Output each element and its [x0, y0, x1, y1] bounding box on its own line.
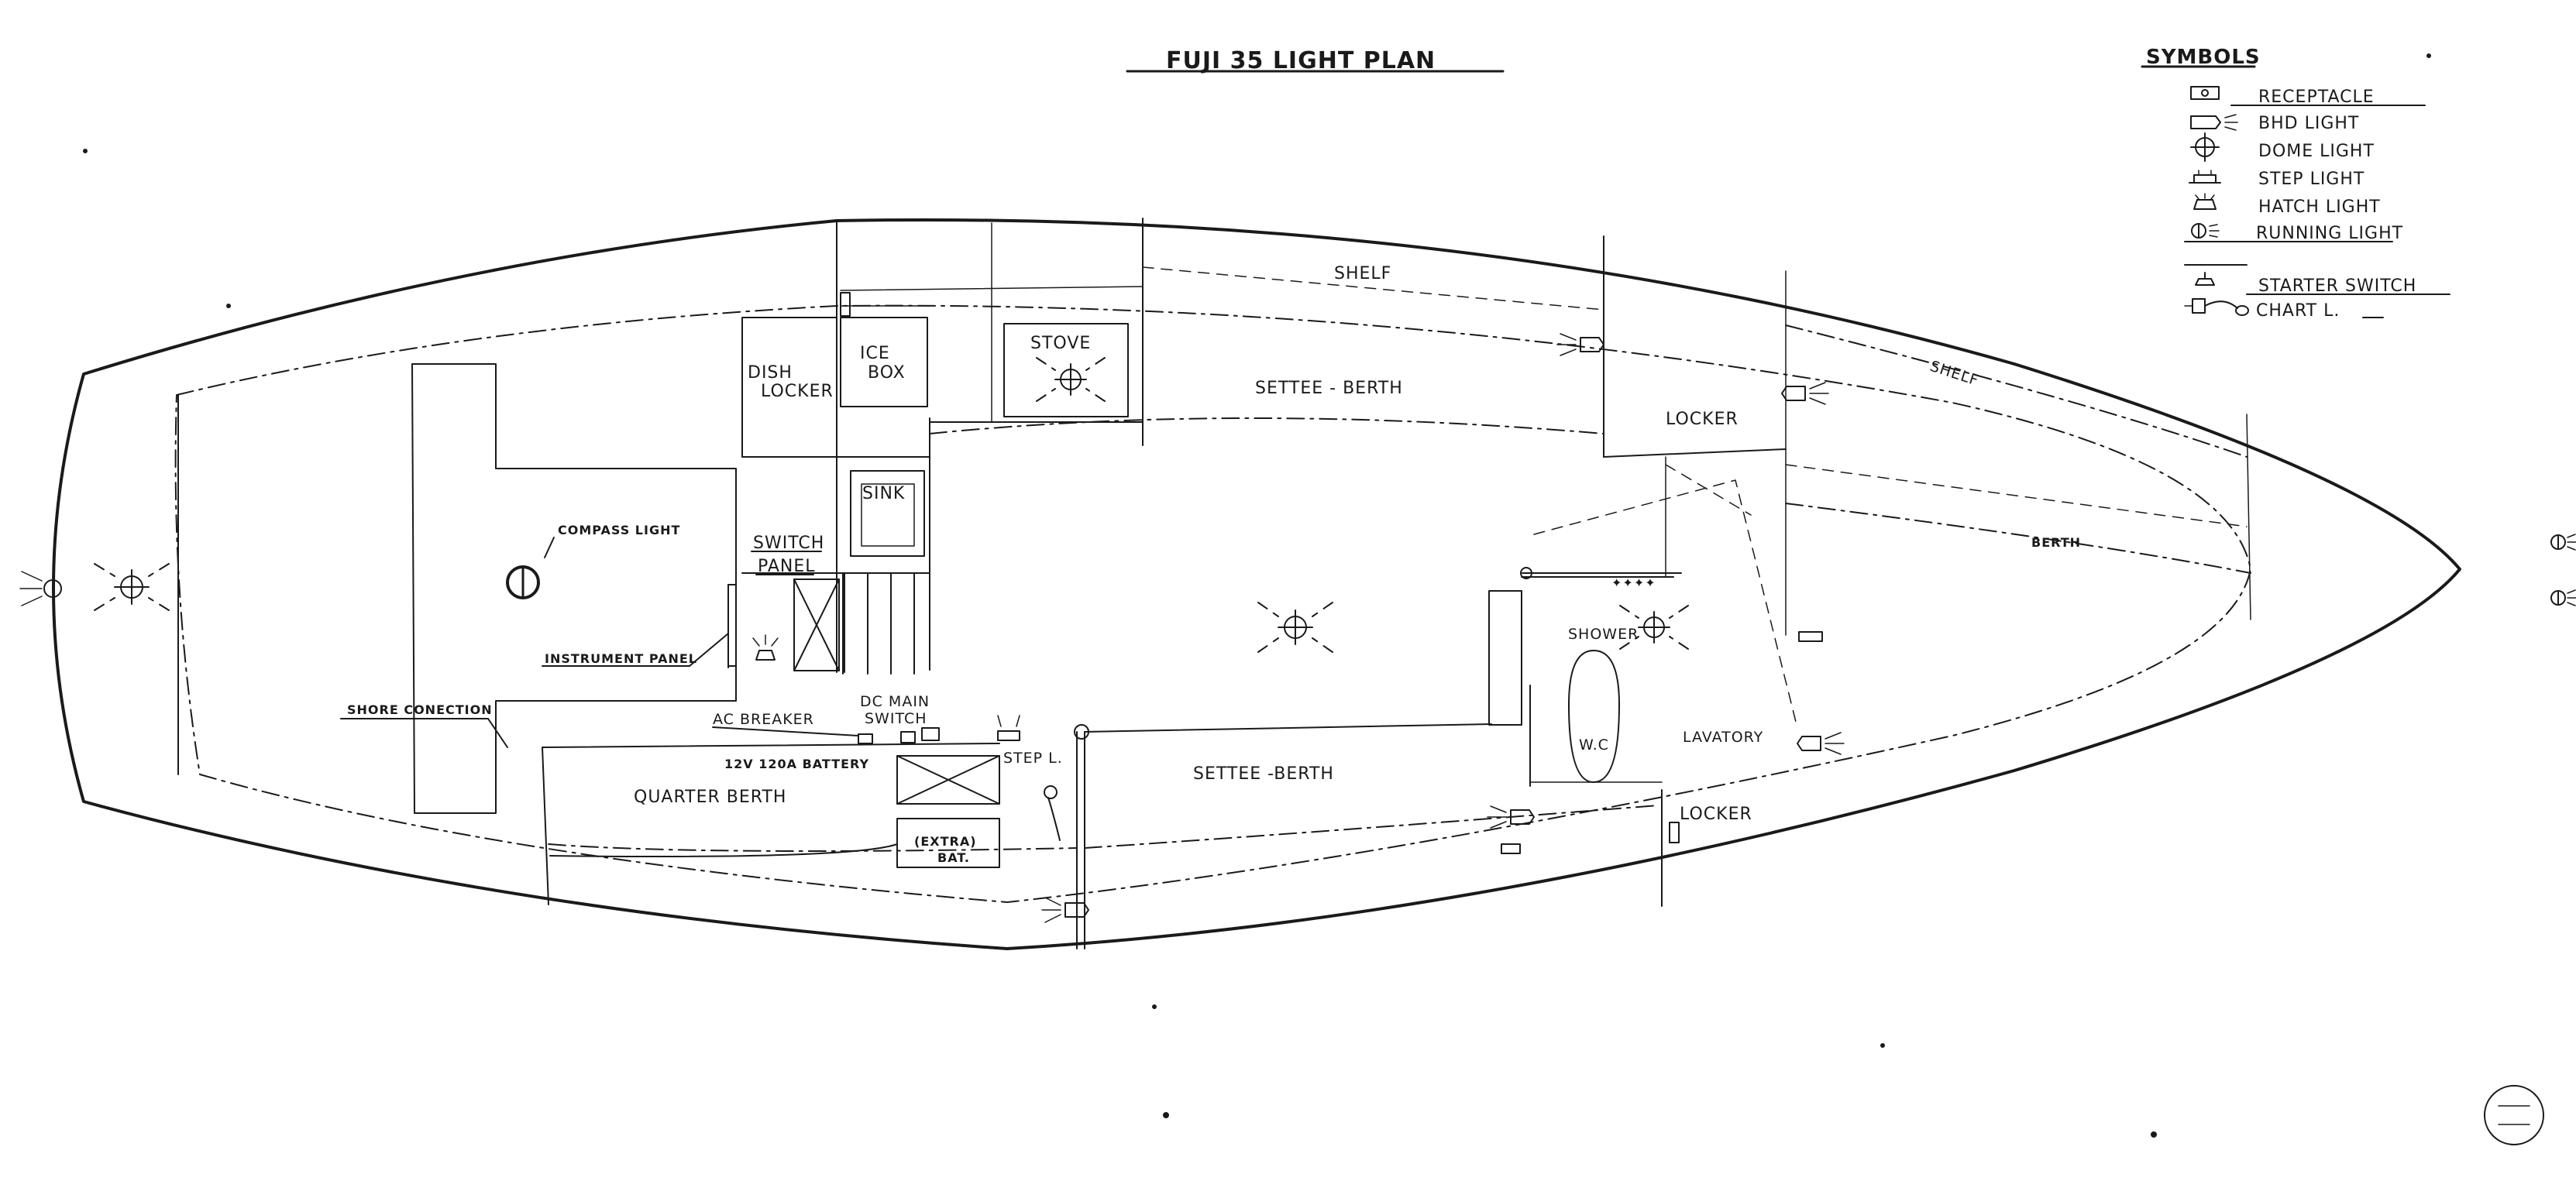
- bhd-light-icon: [2190, 114, 2238, 131]
- receptacle-berth: [1798, 631, 1823, 642]
- label-shower: SHOWER: [1568, 626, 1639, 643]
- label-dc-switch: SWITCH: [865, 710, 927, 727]
- running-light-icon: [2191, 223, 2220, 239]
- receptacle-icebox: [840, 292, 851, 317]
- legend-item-starter-switch: STARTER SWITCH: [2258, 276, 2416, 296]
- dome-light-stove: [1036, 357, 1106, 402]
- bhd-light-settee: [1487, 805, 1535, 829]
- label-shelf-2: SHELF: [1928, 358, 1980, 390]
- label-bat: BAT.: [937, 850, 970, 865]
- dome-light-saloon: [1257, 602, 1333, 653]
- hatch-light-icon: [2193, 193, 2217, 210]
- label-dish-locker: LOCKER: [761, 382, 834, 401]
- running-light-bow-lower: [2550, 589, 2576, 606]
- svg-text:✦✦✦✦: ✦✦✦✦: [1611, 575, 1656, 590]
- dc-switch-box-1: [900, 731, 916, 743]
- receptacle-icon: [2190, 86, 2220, 100]
- label-battery: 12V 120A BATTERY: [724, 757, 869, 771]
- label-extra: (EXTRA): [914, 834, 977, 849]
- dome-light-stern: [94, 563, 170, 611]
- label-compass-light: COMPASS LIGHT: [558, 523, 680, 537]
- shower-valve: [1520, 567, 1532, 579]
- bhd-lights: [1041, 333, 2576, 923]
- starter-switch: [1074, 724, 1089, 740]
- receptacle-locker: [1669, 822, 1680, 843]
- label-ice: ICE: [860, 344, 890, 363]
- legend-item-bhd-light: BHD LIGHT: [2258, 114, 2359, 133]
- corner-stamp: [2484, 1085, 2544, 1145]
- drawing-specks: [83, 53, 2431, 1138]
- cockpit: [411, 363, 737, 814]
- label-sink: SINK: [862, 484, 905, 503]
- legend-item-step-light: STEP LIGHT: [2258, 170, 2364, 189]
- label-dc-main: DC MAIN: [860, 693, 930, 710]
- label-step-light: STEP L.: [1003, 750, 1063, 767]
- bhd-light-lavatory: [1797, 732, 1845, 755]
- step-light-main: [997, 715, 1020, 741]
- shower-fixture: ✦✦✦✦: [1522, 572, 1682, 590]
- receptacle-settee: [1501, 843, 1521, 854]
- label-locker-2: LOCKER: [1680, 805, 1752, 824]
- compass-light: [506, 537, 555, 599]
- label-shelf-1: SHELF: [1334, 264, 1391, 283]
- label-dish: DISH: [748, 363, 793, 383]
- label-wc: W.C: [1579, 736, 1609, 754]
- bhd-light-shelf: [1556, 333, 1604, 356]
- label-settee-berth-1: SETTEE - BERTH: [1255, 379, 1403, 398]
- interior-structure: [542, 218, 2251, 949]
- legend-item-running-light: RUNNING LIGHT: [2256, 224, 2403, 243]
- hull-outline: [52, 218, 2461, 950]
- misc-symbols: ✦✦✦✦: [752, 292, 2544, 1145]
- label-ac-breaker: AC BREAKER: [713, 711, 814, 728]
- dome-light-compass-area: [19, 357, 1689, 653]
- room-labels: SHELF SHELF SETTEE - BERTH SETTEE -BERTH…: [340, 264, 2081, 865]
- drawing-title: FUJI 35 LIGHT PLAN: [1166, 47, 1436, 74]
- bhd-light-quarter: [1041, 897, 1089, 923]
- legend-item-receptacle: RECEPTACLE: [2258, 88, 2375, 107]
- label-stove: STOVE: [1030, 334, 1091, 353]
- label-instrument-panel: INSTRUMENT PANEL: [545, 651, 697, 666]
- ac-breaker-box: [858, 733, 873, 744]
- label-settee-berth-2: SETTEE -BERTH: [1193, 764, 1334, 784]
- legend-heading: SYMBOLS: [2146, 46, 2261, 69]
- hatch-light-nav: [752, 634, 779, 661]
- symbols-legend: SYMBOLS RECEPTACLE BHD LIGHT DOME LIGHT: [2141, 46, 2450, 321]
- label-panel: PANEL: [758, 557, 816, 576]
- label-berth: BERTH: [2031, 535, 2081, 550]
- legend-item-chart-light: CHART L.: [2256, 301, 2340, 321]
- label-shore-connection: SHORE CONECTION: [347, 702, 493, 717]
- label-lavatory: LAVATORY: [1683, 729, 1763, 746]
- running-light-bow-upper: [2550, 534, 2576, 551]
- dome-light-icon: [2190, 132, 2220, 162]
- stern-running-light: [19, 571, 62, 606]
- step-light-icon: [2189, 170, 2221, 184]
- bhd-light-locker: [1781, 382, 1829, 405]
- label-quarter-berth: QUARTER BERTH: [634, 788, 786, 807]
- label-switch: SWITCH: [753, 534, 824, 553]
- legend-item-dome-light: DOME LIGHT: [2258, 142, 2375, 161]
- dome-light-shower: [1619, 605, 1689, 650]
- chart-light-icon: [2184, 298, 2249, 316]
- chart-light-nav: [1044, 785, 1061, 841]
- label-locker-1: LOCKER: [1666, 410, 1739, 429]
- starter-switch-icon: [2184, 264, 2248, 286]
- legend-item-hatch-light: HATCH LIGHT: [2258, 197, 2381, 217]
- label-box: BOX: [868, 363, 906, 383]
- dc-switch-box-2: [921, 727, 940, 741]
